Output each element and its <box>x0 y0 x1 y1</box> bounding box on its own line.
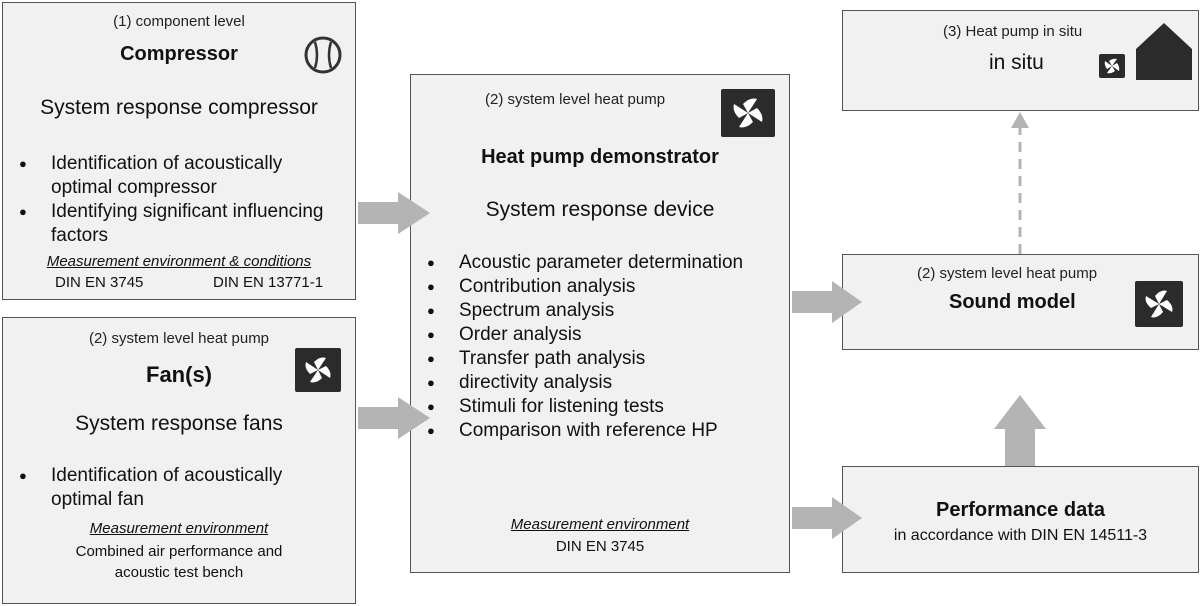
fans-bullet-list: Identification of acoustically optimal f… <box>17 464 347 512</box>
insitu-level: (3) Heat pump in situ <box>943 23 1083 40</box>
arrow-head-insitu <box>1011 112 1029 128</box>
list-item: directivity analysis <box>425 371 785 395</box>
compressor-bullet-list: Identification of acoustically optimal c… <box>17 152 347 248</box>
list-item: Identifying significant influencing fact… <box>17 200 347 248</box>
fans-box: (2) system level heat pump Fan(s) System… <box>2 317 356 604</box>
compressor-env-left: DIN EN 3745 <box>55 274 144 291</box>
list-item: Comparison with reference HP <box>425 419 785 443</box>
fan-icon <box>1099 54 1125 78</box>
fans-response: System response fans <box>75 412 283 435</box>
fan-icon <box>721 89 775 137</box>
arrow-fans-to-demonstrator <box>358 397 430 439</box>
list-item: Identification of acoustically optimal c… <box>17 152 347 200</box>
performance-title: Performance data <box>936 499 1105 521</box>
house-icon <box>1135 19 1193 81</box>
demonstrator-box: (2) system level heat pump Heat pump dem… <box>410 74 790 573</box>
compressor-env-heading: Measurement environment & conditions <box>46 253 312 270</box>
insitu-box: (3) Heat pump in situ in situ <box>842 10 1199 111</box>
compressor-level: (1) component level <box>113 13 245 30</box>
demonstrator-bullet-list: Acoustic parameter determination Contrib… <box>425 251 785 443</box>
insitu-title: in situ <box>989 51 1044 74</box>
demonstrator-title: Heat pump demonstrator <box>481 146 719 168</box>
sound-model-box: (2) system level heat pump Sound model <box>842 254 1199 350</box>
performance-box: Performance data in accordance with DIN … <box>842 466 1199 573</box>
compressor-title: Compressor <box>120 43 238 65</box>
compressor-env-right: DIN EN 13771-1 <box>213 274 324 291</box>
list-item: Identification of acoustically optimal f… <box>17 464 347 512</box>
fans-title: Fan(s) <box>146 362 212 387</box>
fans-env-line-2: acoustic test bench <box>114 564 244 581</box>
list-item: Contribution analysis <box>425 275 785 299</box>
arrow-compressor-to-demonstrator <box>358 192 430 234</box>
compressor-icon <box>303 35 343 75</box>
arrow-performance-to-sound-model <box>994 395 1046 466</box>
fans-level: (2) system level heat pump <box>88 330 270 347</box>
arrow-demonstrator-to-performance <box>792 497 862 539</box>
fans-env-line-1: Combined air performance and <box>75 543 283 560</box>
demonstrator-env-heading: Measurement environment <box>510 516 690 533</box>
fan-icon <box>295 348 341 392</box>
performance-text: in accordance with DIN EN 14511-3 <box>893 527 1148 544</box>
compressor-response: System response compressor <box>40 96 318 119</box>
list-item: Stimuli for listening tests <box>425 395 785 419</box>
fan-icon <box>1135 281 1183 327</box>
list-item: Transfer path analysis <box>425 347 785 371</box>
sound-model-title: Sound model <box>949 291 1076 313</box>
compressor-box: (1) component level Compressor System re… <box>2 2 356 300</box>
list-item: Order analysis <box>425 323 785 347</box>
sound-model-level: (2) system level heat pump <box>917 265 1098 282</box>
fans-env-heading: Measurement environment <box>89 520 269 537</box>
demonstrator-env-text: DIN EN 3745 <box>555 538 645 555</box>
demonstrator-response: System response device <box>485 198 715 221</box>
demonstrator-level: (2) system level heat pump <box>485 91 666 108</box>
list-item: Acoustic parameter determination <box>425 251 785 275</box>
arrow-demonstrator-to-sound-model <box>792 281 862 323</box>
list-item: Spectrum analysis <box>425 299 785 323</box>
